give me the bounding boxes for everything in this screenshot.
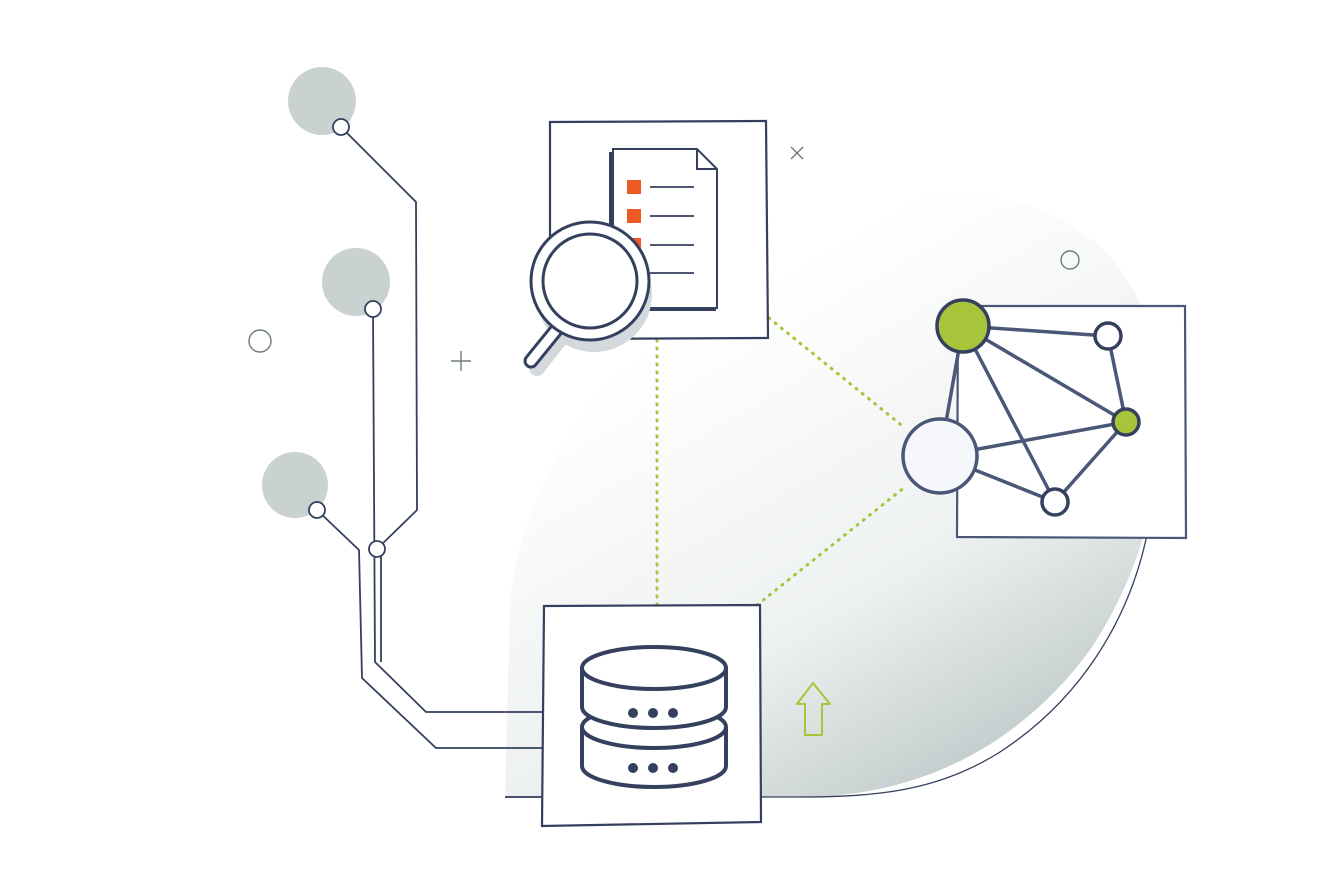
graph-node-hub	[901, 417, 979, 495]
backdrop-outline	[505, 529, 1149, 798]
network-graph-icon	[901, 298, 1141, 517]
deco-ring-left	[248, 329, 272, 353]
graph-node-large-green	[935, 298, 991, 354]
bubble-bottom	[262, 452, 328, 518]
network-graph-card	[901, 298, 1188, 540]
graph-node-top-right	[1093, 321, 1123, 351]
document-search-card	[523, 119, 770, 376]
dotted-connectors	[655, 316, 907, 607]
database-icon	[580, 645, 728, 789]
deco-ring-right	[1060, 250, 1080, 270]
magnifier-icon	[523, 220, 652, 376]
upload-arrow-icon	[796, 682, 831, 736]
database-card	[540, 603, 763, 828]
deco-plus	[451, 351, 471, 371]
bubble-top	[288, 67, 356, 135]
circuit-nodes	[308, 118, 386, 558]
bubble-middle	[322, 248, 390, 316]
graph-node-small-green	[1111, 407, 1141, 437]
graph-node-bottom	[1040, 487, 1070, 517]
circuit-lines-icon	[316, 126, 545, 798]
deco-cross	[790, 146, 804, 160]
